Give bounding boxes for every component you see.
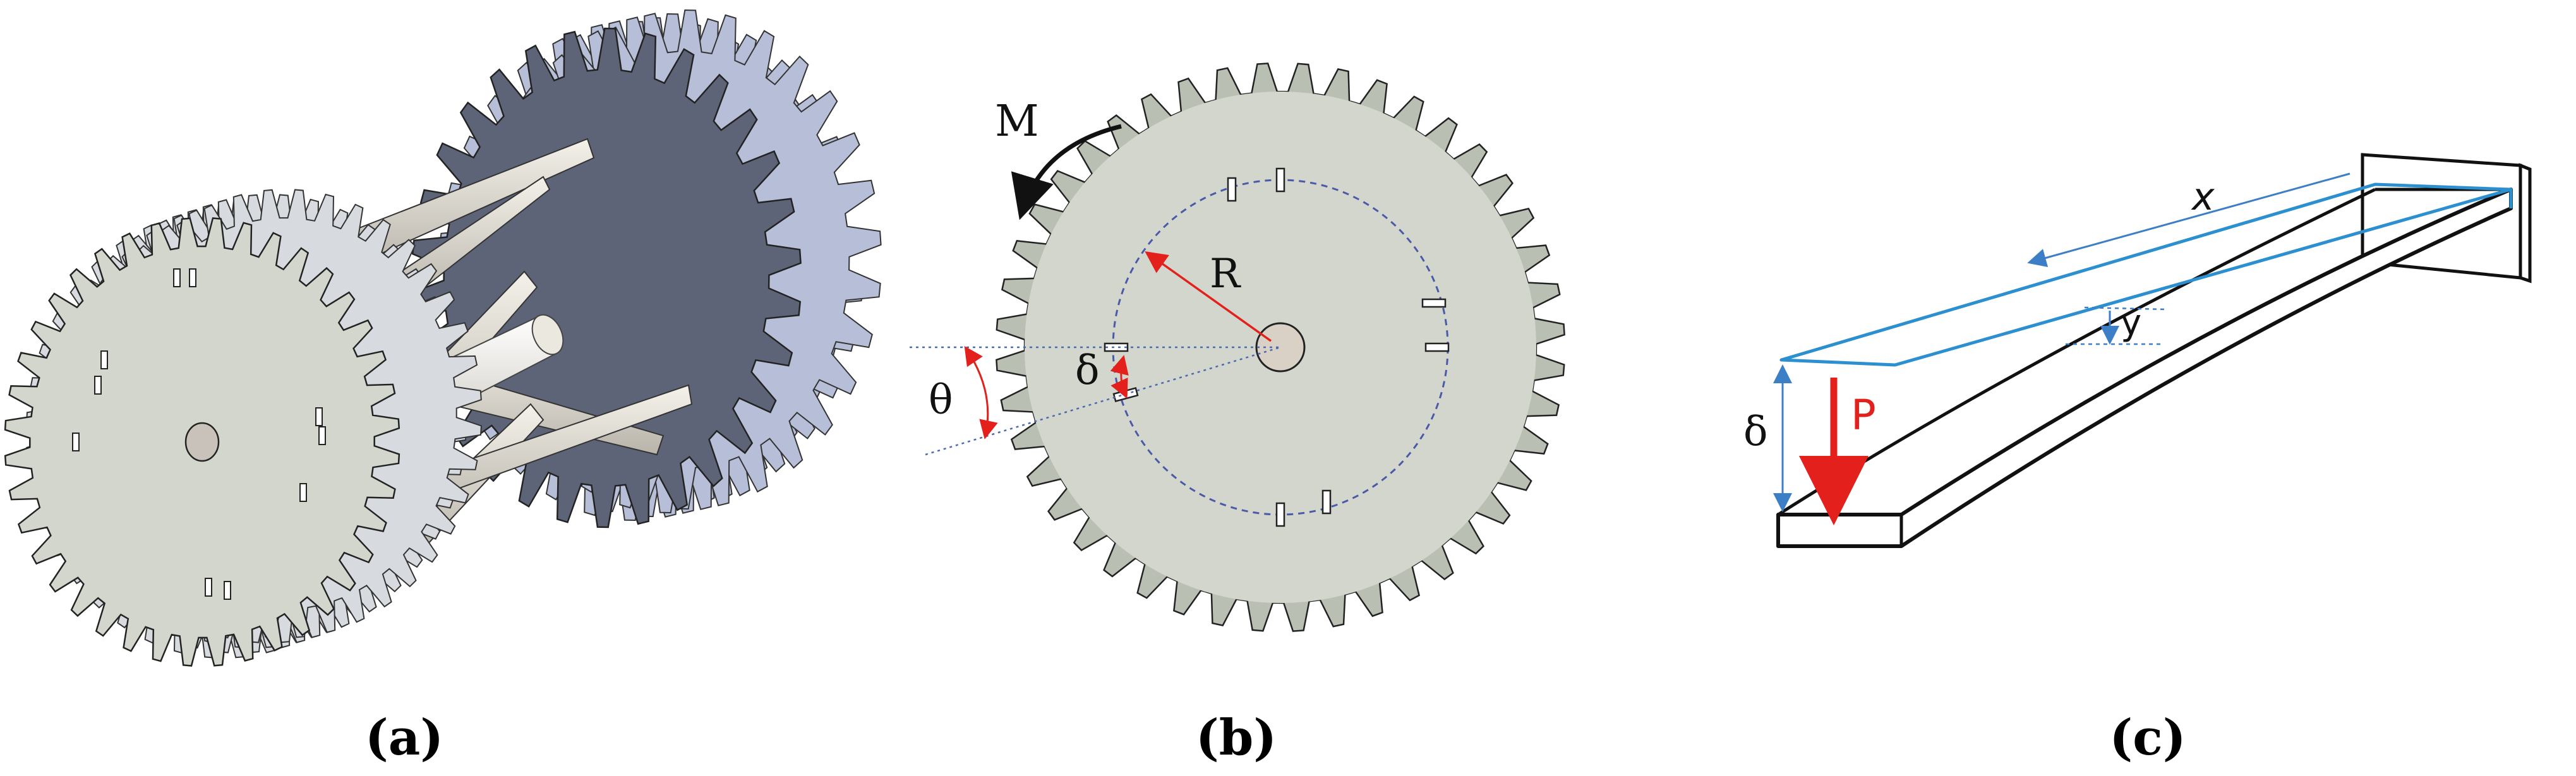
panel-b: M R δ θ [910, 63, 1565, 632]
strain-gauge-icon [1321, 489, 1332, 515]
deflection-label-c: δ [1743, 409, 1768, 455]
slot-icon [72, 433, 80, 451]
caption-c: (c) [2109, 709, 2186, 767]
slot-icon [299, 483, 307, 502]
slot-icon [173, 268, 181, 287]
radius-arrow [1145, 251, 1272, 342]
y-axis-label: y [2121, 302, 2141, 343]
slot-icon [100, 350, 108, 369]
front-hub [184, 422, 220, 462]
undeflected-beam [1779, 182, 2513, 367]
strain-gauges [1104, 167, 1450, 527]
panel-a [4, 9, 882, 667]
strain-gauge-icon [1104, 342, 1129, 352]
caption-b: (b) [1196, 709, 1277, 767]
slot-icon [318, 426, 326, 445]
strain-gauge-icon [1275, 502, 1285, 527]
strain-gauge-icon [1421, 298, 1447, 308]
slot-icon [315, 407, 323, 426]
front-gear-icon [4, 217, 400, 667]
x-axis-label: x [2191, 175, 2215, 219]
panel-c: x y δ P [1743, 153, 2532, 548]
rotated-line [925, 346, 1281, 456]
radius-label: R [1210, 251, 1241, 297]
slot-icon [205, 578, 212, 597]
load-label: P [1851, 391, 1876, 439]
strain-gauge-icon [1424, 342, 1450, 352]
x-axis-arrow [2027, 172, 2350, 268]
moment-label: M [995, 97, 1039, 146]
slot-icon [224, 581, 231, 600]
beam-icon [1776, 188, 2513, 548]
angle-label: θ [929, 377, 953, 424]
theta-arc [964, 346, 998, 439]
y-dash-top [2084, 306, 2167, 311]
slot-icon [189, 268, 196, 287]
moment-arrow [1011, 124, 1122, 220]
delta-arc [1110, 355, 1129, 399]
deflection-label-b: δ [1075, 347, 1100, 394]
strain-gauge-icon [1275, 167, 1285, 193]
caption-a: (a) [365, 709, 443, 767]
hub-icon [1255, 322, 1306, 373]
strain-gauge-icon [1227, 177, 1237, 202]
slot-icon [94, 376, 102, 395]
